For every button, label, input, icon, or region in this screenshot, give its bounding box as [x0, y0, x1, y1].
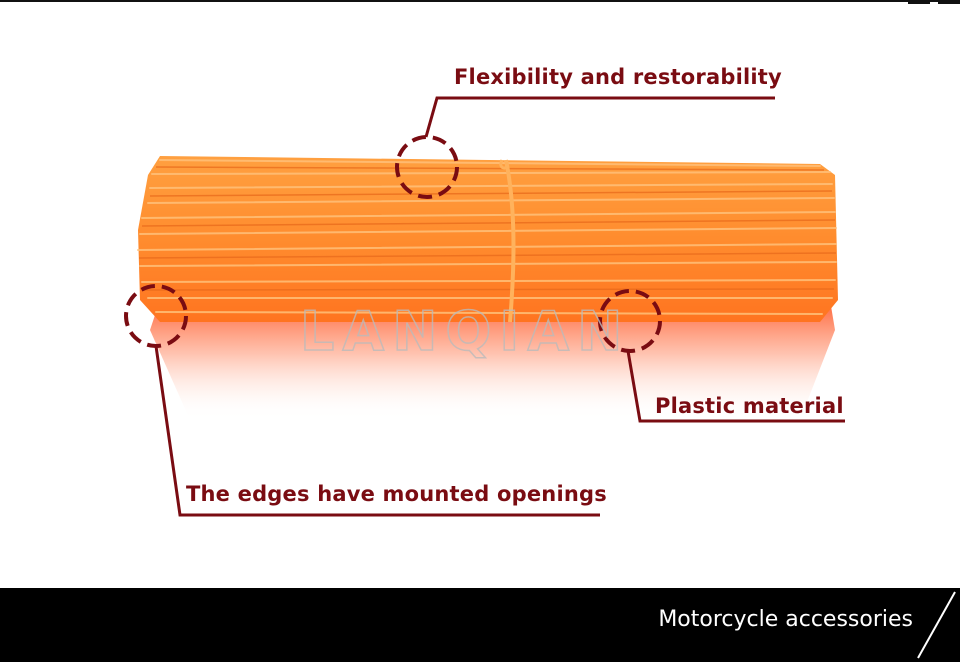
top-tab-right [938, 0, 960, 4]
footer-slash-decoration [917, 591, 956, 659]
spoke-highlights [137, 159, 837, 315]
cable-tie [504, 159, 516, 323]
footer-bar: Motorcycle accessories [0, 588, 960, 662]
footer-title: Motorcycle accessories [658, 607, 913, 632]
product-image: LANQIAN [124, 96, 845, 517]
callout-circle-flexibility [395, 135, 459, 199]
leader-lines [154, 96, 845, 517]
callout-flexibility-label: Flexibility and restorability [454, 65, 782, 89]
top-rule [0, 0, 960, 2]
spoke-bundle-illustration: LANQIAN [124, 96, 845, 517]
callout-edges-label: The edges have mounted openings [186, 482, 607, 506]
callout-plastic-label: Plastic material [655, 394, 844, 418]
callout-circle-plastic [598, 289, 662, 353]
watermark-text: LANQIAN [300, 300, 630, 363]
spoke-shadows [138, 166, 837, 291]
spoke-reflection [150, 300, 835, 420]
top-tab-left [908, 0, 930, 4]
